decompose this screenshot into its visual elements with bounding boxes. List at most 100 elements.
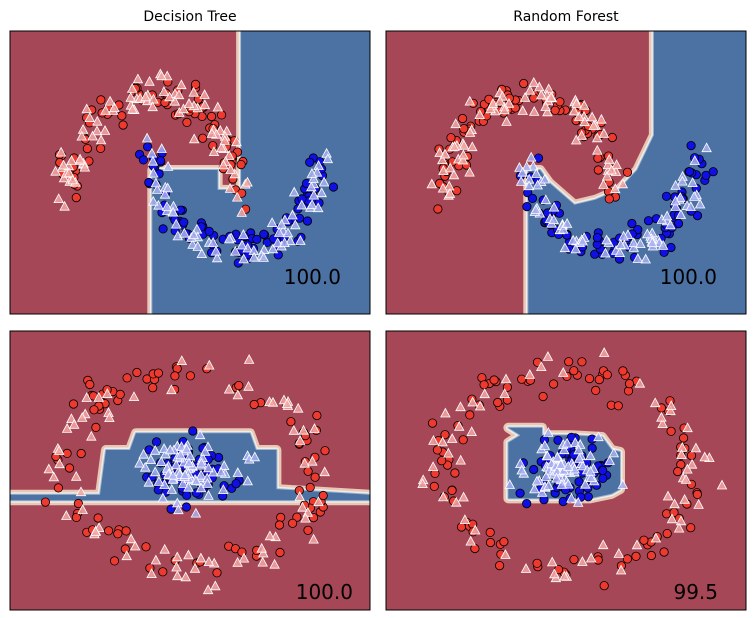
test-point-blue	[529, 483, 540, 494]
test-point-blue	[536, 486, 548, 497]
test-point-blue	[170, 459, 182, 470]
test-point-blue	[532, 179, 543, 190]
train-point-red	[303, 466, 313, 476]
test-point-blue	[572, 497, 584, 507]
test-point-red	[448, 169, 460, 180]
test-point-blue	[195, 469, 207, 480]
test-point-red	[55, 146, 67, 157]
train-point-red	[89, 405, 99, 415]
test-point-blue	[577, 235, 588, 246]
test-point-blue	[688, 191, 700, 201]
test-point-blue	[282, 227, 294, 238]
test-point-blue	[203, 490, 214, 500]
test-point-red	[150, 554, 162, 565]
test-point-red	[87, 130, 98, 141]
train-point-red	[305, 482, 315, 492]
train-point-red	[153, 368, 163, 378]
train-point-red	[429, 481, 439, 491]
test-point-red	[125, 91, 136, 102]
test-point-red	[576, 129, 587, 140]
train-point-red	[447, 485, 457, 495]
test-point-blue	[141, 132, 153, 143]
test-point-red	[437, 154, 448, 165]
train-point-red	[113, 529, 123, 539]
test-point-red	[100, 104, 111, 115]
test-point-blue	[143, 476, 155, 487]
train-point-red	[459, 124, 469, 134]
test-point-blue	[600, 247, 611, 258]
train-point-red	[427, 418, 438, 428]
train-point-red	[622, 554, 633, 564]
test-point-blue	[521, 161, 532, 172]
test-point-red	[665, 405, 676, 416]
plot-area	[10, 31, 370, 314]
test-point-blue	[190, 475, 202, 486]
test-point-red	[218, 159, 229, 170]
axes-frame	[385, 30, 747, 315]
test-point-red	[427, 461, 439, 472]
panel-moons-random-forest: Random Forest 100.0	[385, 9, 747, 315]
test-point-red	[466, 426, 477, 437]
test-point-red	[183, 549, 194, 560]
test-point-red	[610, 183, 621, 194]
test-point-red	[77, 123, 89, 134]
train-point-red	[141, 542, 151, 552]
train-point-red	[274, 520, 285, 530]
test-point-red	[128, 391, 140, 402]
test-point-red	[308, 533, 319, 544]
test-point-red	[132, 73, 144, 84]
test-point-red	[434, 147, 445, 157]
train-point-red	[212, 568, 222, 578]
test-point-blue	[318, 176, 330, 187]
test-point-red	[603, 153, 615, 164]
test-point-red	[127, 103, 138, 114]
test-point-blue	[570, 243, 581, 254]
test-point-blue	[531, 168, 542, 178]
test-point-red	[519, 91, 531, 102]
test-point-blue	[203, 462, 214, 473]
test-point-red	[458, 139, 470, 150]
test-point-blue	[670, 195, 681, 206]
test-point-blue	[308, 189, 320, 200]
test-point-red	[467, 141, 478, 152]
test-point-blue	[177, 478, 189, 488]
test-point-blue	[296, 199, 308, 210]
test-point-red	[716, 479, 728, 490]
test-point-blue	[580, 478, 591, 489]
train-point-red	[577, 357, 587, 367]
test-point-red	[444, 162, 456, 173]
train-point-red	[40, 497, 51, 507]
train-point-blue	[522, 202, 532, 212]
test-point-red	[494, 95, 506, 106]
test-point-red	[212, 101, 224, 112]
test-point-red	[601, 170, 613, 181]
test-point-red	[48, 471, 60, 482]
test-point-blue	[557, 223, 569, 234]
train-point-blue	[661, 191, 672, 201]
test-point-red	[557, 367, 569, 377]
test-point-red	[210, 580, 221, 591]
train-point-blue	[592, 233, 603, 243]
train-point-red	[73, 498, 84, 509]
test-point-red	[615, 564, 627, 575]
train-point-red	[479, 380, 489, 390]
train-point-blue	[204, 226, 214, 236]
test-point-red	[61, 510, 72, 520]
train-point-blue	[587, 443, 597, 453]
axes-frame	[9, 30, 371, 315]
test-point-blue	[211, 252, 223, 263]
test-point-red	[586, 111, 598, 122]
test-point-blue	[258, 252, 269, 262]
test-point-blue	[150, 177, 162, 188]
test-point-blue	[585, 450, 596, 461]
test-point-red	[269, 558, 280, 569]
test-point-blue	[157, 492, 169, 503]
test-point-blue	[134, 457, 145, 468]
train-point-red	[593, 165, 603, 175]
train-point-blue	[598, 473, 608, 483]
test-point-red	[93, 391, 105, 402]
train-point-blue	[708, 167, 718, 177]
test-point-red	[543, 83, 554, 94]
score-label: 100.0	[284, 265, 341, 289]
test-point-blue	[628, 237, 639, 248]
